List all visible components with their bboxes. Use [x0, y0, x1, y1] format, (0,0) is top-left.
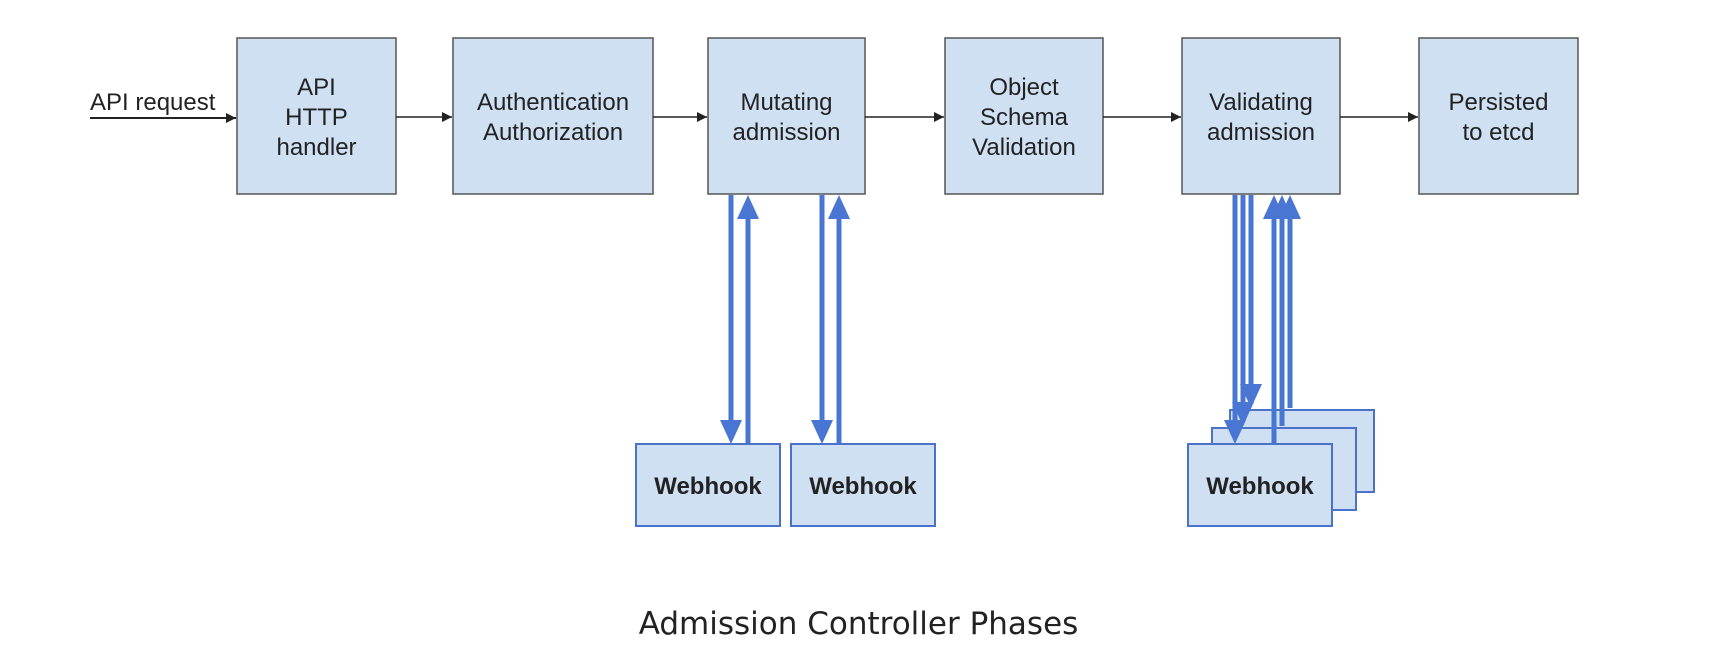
stage-label-line: admission	[732, 119, 840, 146]
mutating-call-arrow-2	[811, 195, 833, 444]
stage-label-line: API	[297, 74, 336, 101]
arrow-head	[1279, 195, 1301, 219]
webhook-label: Webhook	[809, 473, 917, 500]
stage-box	[452, 37, 654, 195]
webhook-label: Webhook	[1206, 473, 1314, 500]
stage-box	[1418, 37, 1579, 195]
stage-validating: Validating admission	[1181, 37, 1341, 195]
arrow-head	[811, 420, 833, 444]
arrow-head	[1224, 420, 1246, 444]
stage-label-line: to etcd	[1462, 119, 1534, 146]
webhook-label: Webhook	[654, 473, 762, 500]
mutating-webhook-1: Webhook	[635, 443, 781, 527]
arrow-head	[828, 195, 850, 219]
validating-call-arrow-1	[1224, 195, 1246, 444]
stage-label-line: handler	[276, 134, 356, 161]
stage-api: API HTTP handler	[236, 37, 397, 195]
webhook-box	[790, 443, 936, 527]
stage-box	[236, 37, 397, 195]
stage-box	[707, 37, 866, 195]
webhook-box	[635, 443, 781, 527]
stage-label-line: Authentication	[477, 89, 629, 116]
mutating-return-arrow-1	[737, 195, 759, 444]
validating-return-arrow-3	[1279, 195, 1301, 408]
validating-webhook: Webhook	[1187, 443, 1333, 527]
arrow-head	[737, 195, 759, 219]
stage-label-line: Validating	[1209, 89, 1313, 116]
diagram-caption: Admission Controller Phases	[638, 606, 1079, 642]
stage-label-line: Schema	[980, 104, 1069, 131]
stage-label-line: Object	[989, 74, 1059, 101]
mutating-return-arrow-2	[828, 195, 850, 444]
stage-mutating: Mutating admission	[707, 37, 866, 195]
stage-label-line: Mutating	[740, 89, 832, 116]
stage-label-line: admission	[1207, 119, 1315, 146]
arrow-head	[1240, 384, 1262, 408]
stage-label-line: Authorization	[483, 119, 623, 146]
api-request-label: API request	[90, 89, 216, 116]
arrow-head	[720, 420, 742, 444]
stage-label-line: HTTP	[285, 104, 348, 131]
validating-call-arrow-3	[1240, 195, 1262, 408]
arrow-head	[1232, 402, 1254, 426]
stage-persist: Persisted to etcd	[1418, 37, 1579, 195]
stage-label-line: Validation	[972, 134, 1076, 161]
mutating-call-arrow-1	[720, 195, 742, 444]
stage-box	[1181, 37, 1341, 195]
validating-call-arrow-2	[1232, 195, 1254, 426]
mutating-webhook-2: Webhook	[790, 443, 936, 527]
stage-label-line: Persisted	[1448, 89, 1548, 116]
webhook-box	[1187, 443, 1333, 527]
stage-box	[944, 37, 1104, 195]
